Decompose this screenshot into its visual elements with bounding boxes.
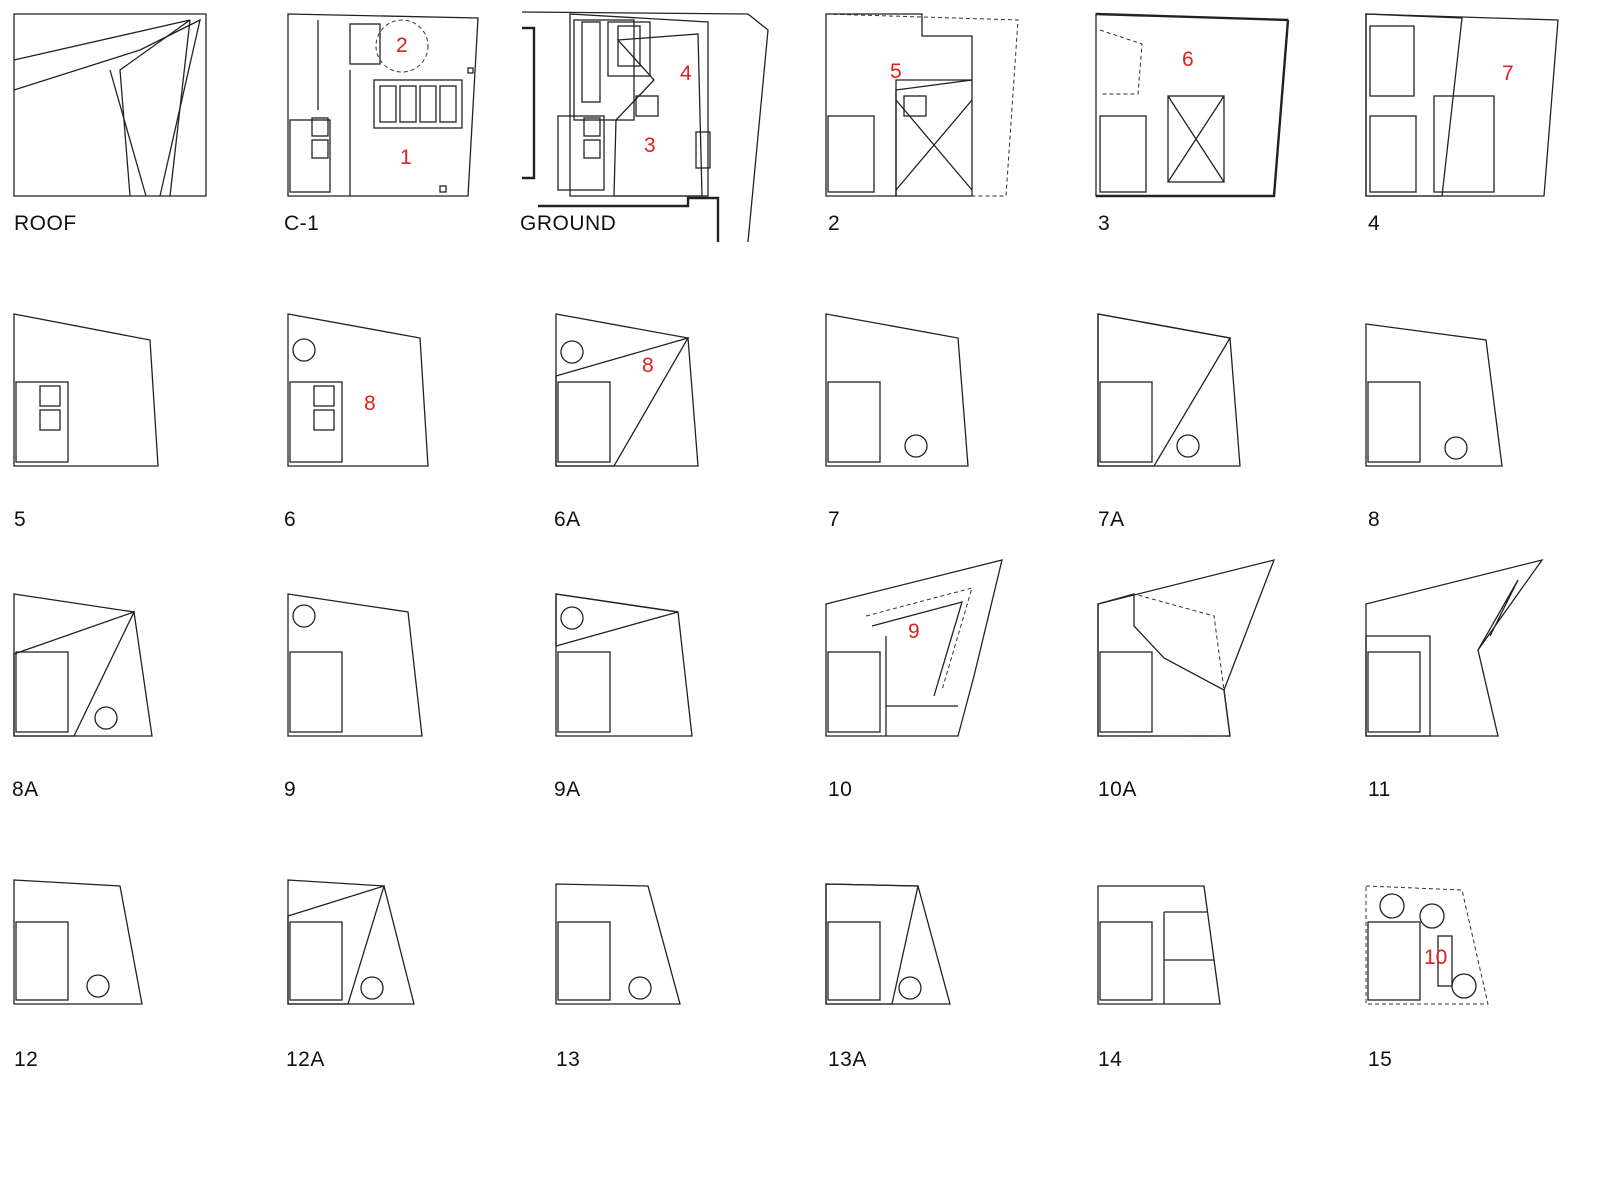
plan-12a: 12A [272,836,532,1106]
plan-7: 7 [812,296,1072,566]
plan-13a-drawing [825,883,951,1005]
plan-label: 8A [12,778,39,801]
plan-10a-drawing [1097,559,1276,737]
plan-label: 4 [1368,212,1381,235]
plan-10: 9 10 [812,559,1072,836]
plan-8a: 8A [0,566,260,836]
plan-4-drawing: 7 [1365,13,1559,197]
plan-13a: 13A [812,836,1072,1106]
plan-5: 5 [0,296,260,566]
plan-6a: 8 6A [542,296,802,566]
plan-label: 10 [828,778,853,801]
zone-label: 8 [642,354,654,377]
zone-label: 9 [908,620,920,643]
plan-label: 12 [14,1048,39,1071]
plan-ground-drawing: 4 3 [521,11,769,243]
plan-8a-drawing [13,593,153,737]
plan-label: 6 [284,508,297,531]
plan-13: 13 [542,836,802,1106]
plan-14: 14 [1084,836,1344,1106]
plan-9a: 9A [542,566,802,836]
plan-7a-drawing [1097,313,1241,467]
zone-label: 3 [644,134,656,157]
plan-3-drawing: 6 [1095,12,1290,198]
zone-label: 2 [396,34,408,57]
plan-6a-drawing: 8 [555,313,699,467]
zone-label: 1 [400,146,412,169]
plan-15: 10 15 [1352,836,1600,1106]
plan-7-drawing [825,313,969,467]
plan-label: 12A [286,1048,325,1071]
plan-label: 11 [1368,778,1391,801]
plan-label: GROUND [520,212,617,235]
plan-label: 6A [554,508,581,531]
plan-label: 10A [1098,778,1137,801]
plan-c-1: 2 1 C-1 [272,0,532,270]
plan-11-drawing [1365,558,1544,737]
zone-label: 5 [890,60,902,83]
plan-8: 8 [1352,296,1600,566]
plan-label: 7 [828,508,841,531]
plan-9: 9 [272,566,532,836]
plan-label: 9A [554,778,581,801]
plan-5-drawing [13,313,159,467]
plan-c-1-drawing: 2 1 [287,13,479,197]
plan-12-drawing [13,879,143,1005]
plan-roof: ROOF [0,0,260,270]
plan-label: 2 [828,212,841,235]
zone-label: 10 [1424,946,1447,969]
plan-9-drawing [287,593,423,737]
zone-label: 6 [1182,48,1194,71]
plan-label: 5 [14,508,27,531]
plan-label: 13A [828,1048,867,1071]
plan-label: 7A [1098,508,1125,531]
plan-4: 7 4 [1352,0,1600,270]
plan-12: 12 [0,836,260,1106]
plan-7a: 7A [1084,296,1344,566]
plan-11: 11 [1352,558,1600,836]
plan-10-drawing: 9 [825,559,1003,737]
zone-label: 4 [680,62,692,85]
plan-label: 15 [1368,1048,1393,1071]
plan-13-drawing [555,883,681,1005]
zone-label: 8 [364,392,376,415]
plan-15-drawing: 10 [1365,885,1489,1005]
plan-label: 3 [1098,212,1111,235]
plan-6: 8 6 [272,296,532,566]
plan-14-drawing [1097,885,1221,1005]
plan-8-drawing [1365,323,1503,467]
plan-6-drawing: 8 [287,313,429,467]
plan-label: ROOF [14,212,77,235]
plan-9a-drawing [555,593,693,737]
plan-label: C-1 [284,212,320,235]
plan-label: 14 [1098,1048,1123,1071]
plan-label: 13 [556,1048,581,1071]
plan-3: 6 3 [1082,0,1342,270]
plan-10a: 10A [1084,559,1344,836]
plan-2-drawing: 5 [825,13,1019,197]
plan-roof-drawing [13,13,207,197]
plan-label: 8 [1368,508,1381,531]
plan-2: 5 2 [810,0,1070,270]
plan-12a-drawing [287,879,415,1005]
plan-label: 9 [284,778,297,801]
plan-ground: 4 3 GROUND [518,0,778,270]
zone-label: 7 [1502,62,1514,85]
